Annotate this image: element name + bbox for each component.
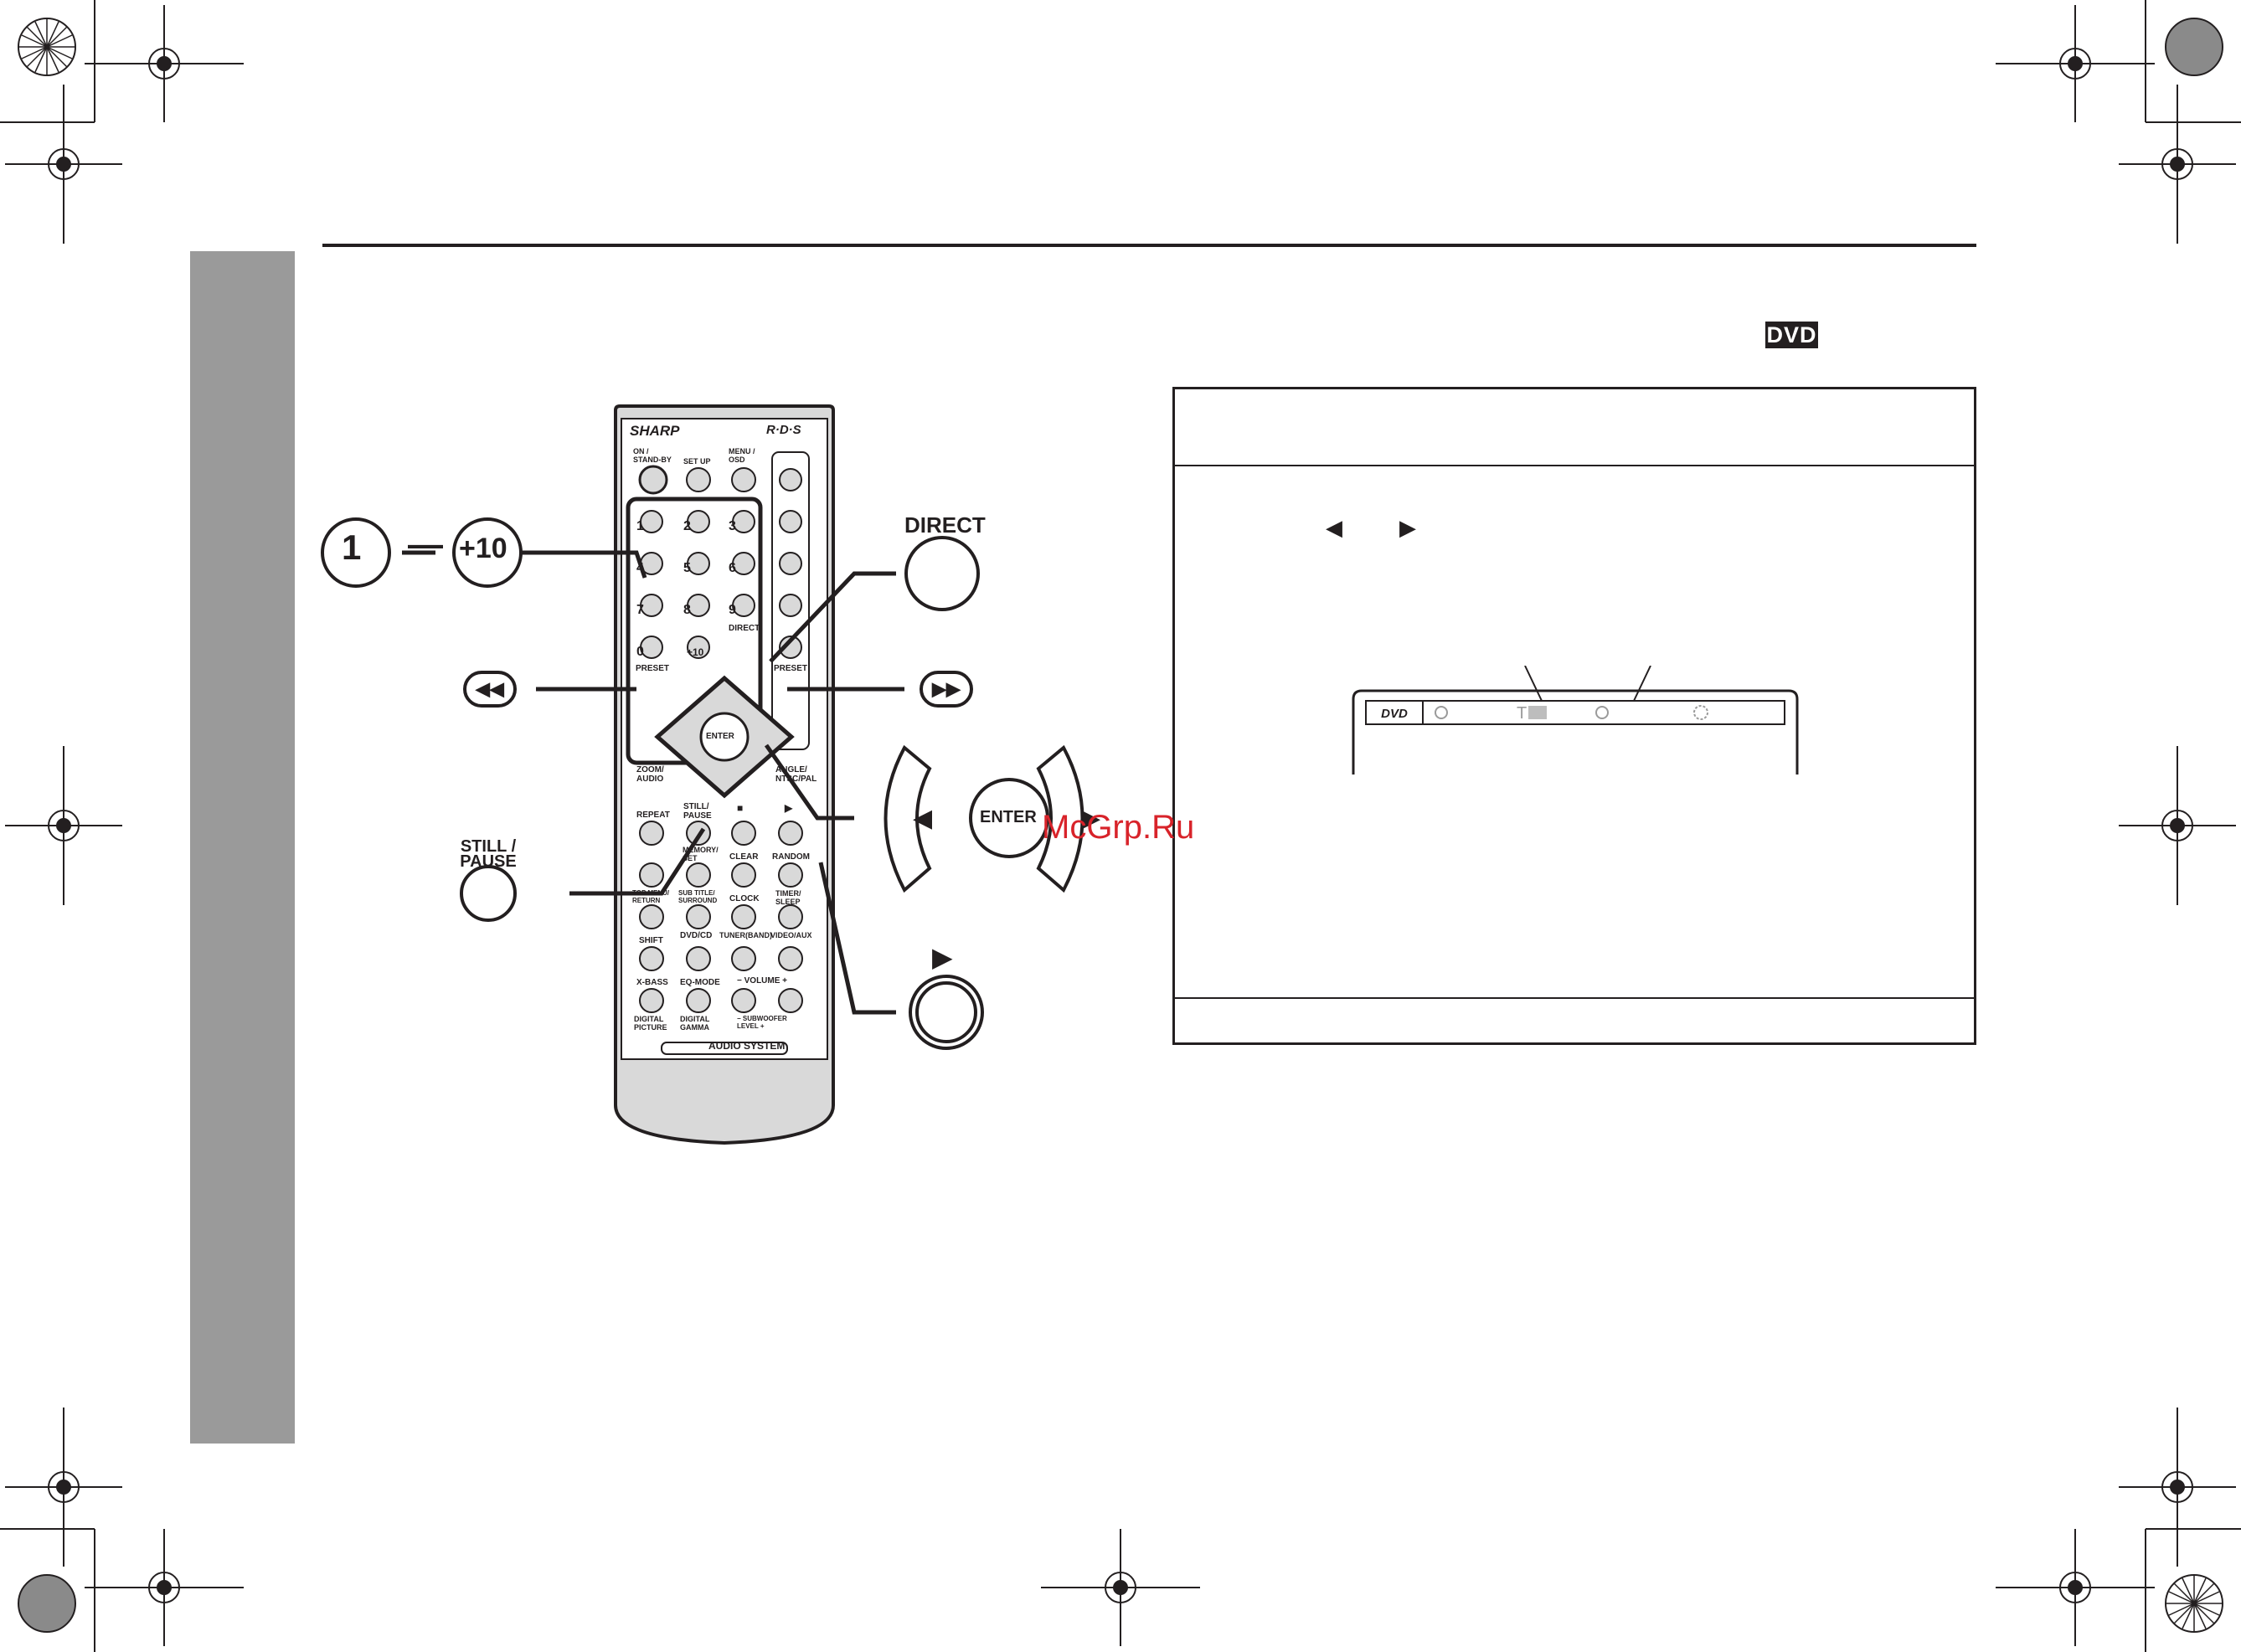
- remote-enter-label: ENTER: [706, 732, 734, 741]
- remote-direct-label: DIRECT: [729, 624, 760, 633]
- remote-subtitle-label: SUB TITLE/ SURROUND: [678, 889, 718, 904]
- dvd-badge: DVD: [1765, 322, 1818, 348]
- panel-divider-bottom: [1175, 997, 1974, 999]
- remote-still-pause-label: STILL/ PAUSE: [683, 802, 712, 821]
- remote-digit-2: 2: [683, 519, 691, 533]
- callout-1: 1: [342, 528, 362, 567]
- callout-still-pause: STILL / PAUSE: [460, 837, 517, 871]
- remote-stop-label: ■: [737, 802, 744, 814]
- remote-digit-5: 5: [683, 561, 691, 575]
- onscreen-display: DVD T: [1352, 666, 1799, 775]
- remote-menu-label: MENU / OSD: [729, 447, 755, 464]
- remote-subwoofer-label: − SUBWOOFER LEVEL +: [737, 1015, 787, 1030]
- remote-random-label: RANDOM: [772, 852, 810, 862]
- panel-divider-top: [1175, 465, 1974, 466]
- panel-right-arrow: ▶: [1399, 515, 1416, 540]
- remote-digit-1: 1: [636, 519, 644, 533]
- remote-footer: AUDIO SYSTEM: [708, 1040, 786, 1052]
- section-sidebar-tab: [190, 251, 295, 1444]
- rewind-icon: ◀◀: [476, 678, 504, 699]
- remote-clear-label: CLEAR: [729, 852, 759, 862]
- remote-digit-7: 7: [636, 603, 644, 617]
- remote-digit-plus10: +10: [687, 646, 704, 658]
- remote-eqmode-label: EQ-MODE: [680, 978, 720, 987]
- remote-digit-9: 9: [729, 603, 736, 617]
- svg-text:T: T: [1517, 704, 1527, 723]
- nav-left-icon: ◀: [913, 805, 933, 832]
- remote-brand: SHARP: [630, 423, 680, 439]
- remote-repeat-label: REPEAT: [636, 811, 670, 820]
- svg-text:DVD: DVD: [1381, 707, 1408, 721]
- remote-digit-0: 0: [636, 645, 644, 659]
- header-rule: [322, 244, 1976, 247]
- instruction-panel: ◀ ▶ DVD T: [1172, 387, 1976, 1045]
- remote-preset-left: PRESET: [636, 664, 670, 673]
- remote-digit-8: 8: [683, 603, 691, 617]
- play-icon: ▶: [932, 942, 953, 972]
- remote-memory-label: MEMORY/ SET: [683, 846, 719, 862]
- remote-zoom-label: ZOOM/ AUDIO: [636, 765, 664, 784]
- panel-left-arrow: ◀: [1326, 515, 1342, 540]
- callout-lines: [321, 517, 1084, 1050]
- watermark: McGrp.Ru: [1042, 809, 1195, 846]
- remote-tuner-label: TUNER(BAND): [719, 931, 772, 939]
- remote-preset-right: PRESET: [774, 664, 808, 673]
- remote-control: [614, 404, 835, 1145]
- remote-play-label: ▶: [785, 802, 793, 814]
- starburst-targets: [18, 18, 2223, 1633]
- fast-forward-icon: ▶▶: [932, 678, 961, 699]
- remote-xbass-label: X-BASS: [636, 978, 668, 987]
- remote-digital-gamma-label: DIGITAL GAMMA: [680, 1015, 710, 1032]
- remote-digital-picture-label: DIGITAL PICTURE: [634, 1015, 667, 1032]
- callout-dash: —: [408, 524, 443, 564]
- remote-digit-6: 6: [729, 561, 736, 575]
- callout-plus10: +10: [459, 533, 507, 564]
- callout-direct: DIRECT: [904, 512, 986, 538]
- remote-clock-label: CLOCK: [729, 894, 760, 903]
- remote-timer-label: TIMER/ SLEEP: [775, 889, 801, 906]
- remote-rds-logo: R·D·S: [766, 423, 801, 437]
- callout-enter: ENTER: [980, 808, 1037, 826]
- nav-right-icon: ▶: [1081, 805, 1101, 832]
- remote-setup-label: SET UP: [683, 457, 711, 466]
- remote-shift-label: SHIFT: [639, 936, 663, 945]
- remote-angle-label: ANGLE/ NTSC/PAL: [775, 765, 817, 784]
- remote-onstandby-label: ON / STAND-BY: [633, 447, 672, 464]
- remote-volume-label: − VOLUME +: [737, 976, 788, 986]
- remote-digit-3: 3: [729, 519, 736, 533]
- remote-dvdcd-label: DVD/CD: [680, 931, 713, 940]
- remote-video-label: VIDEO/AUX: [770, 931, 812, 939]
